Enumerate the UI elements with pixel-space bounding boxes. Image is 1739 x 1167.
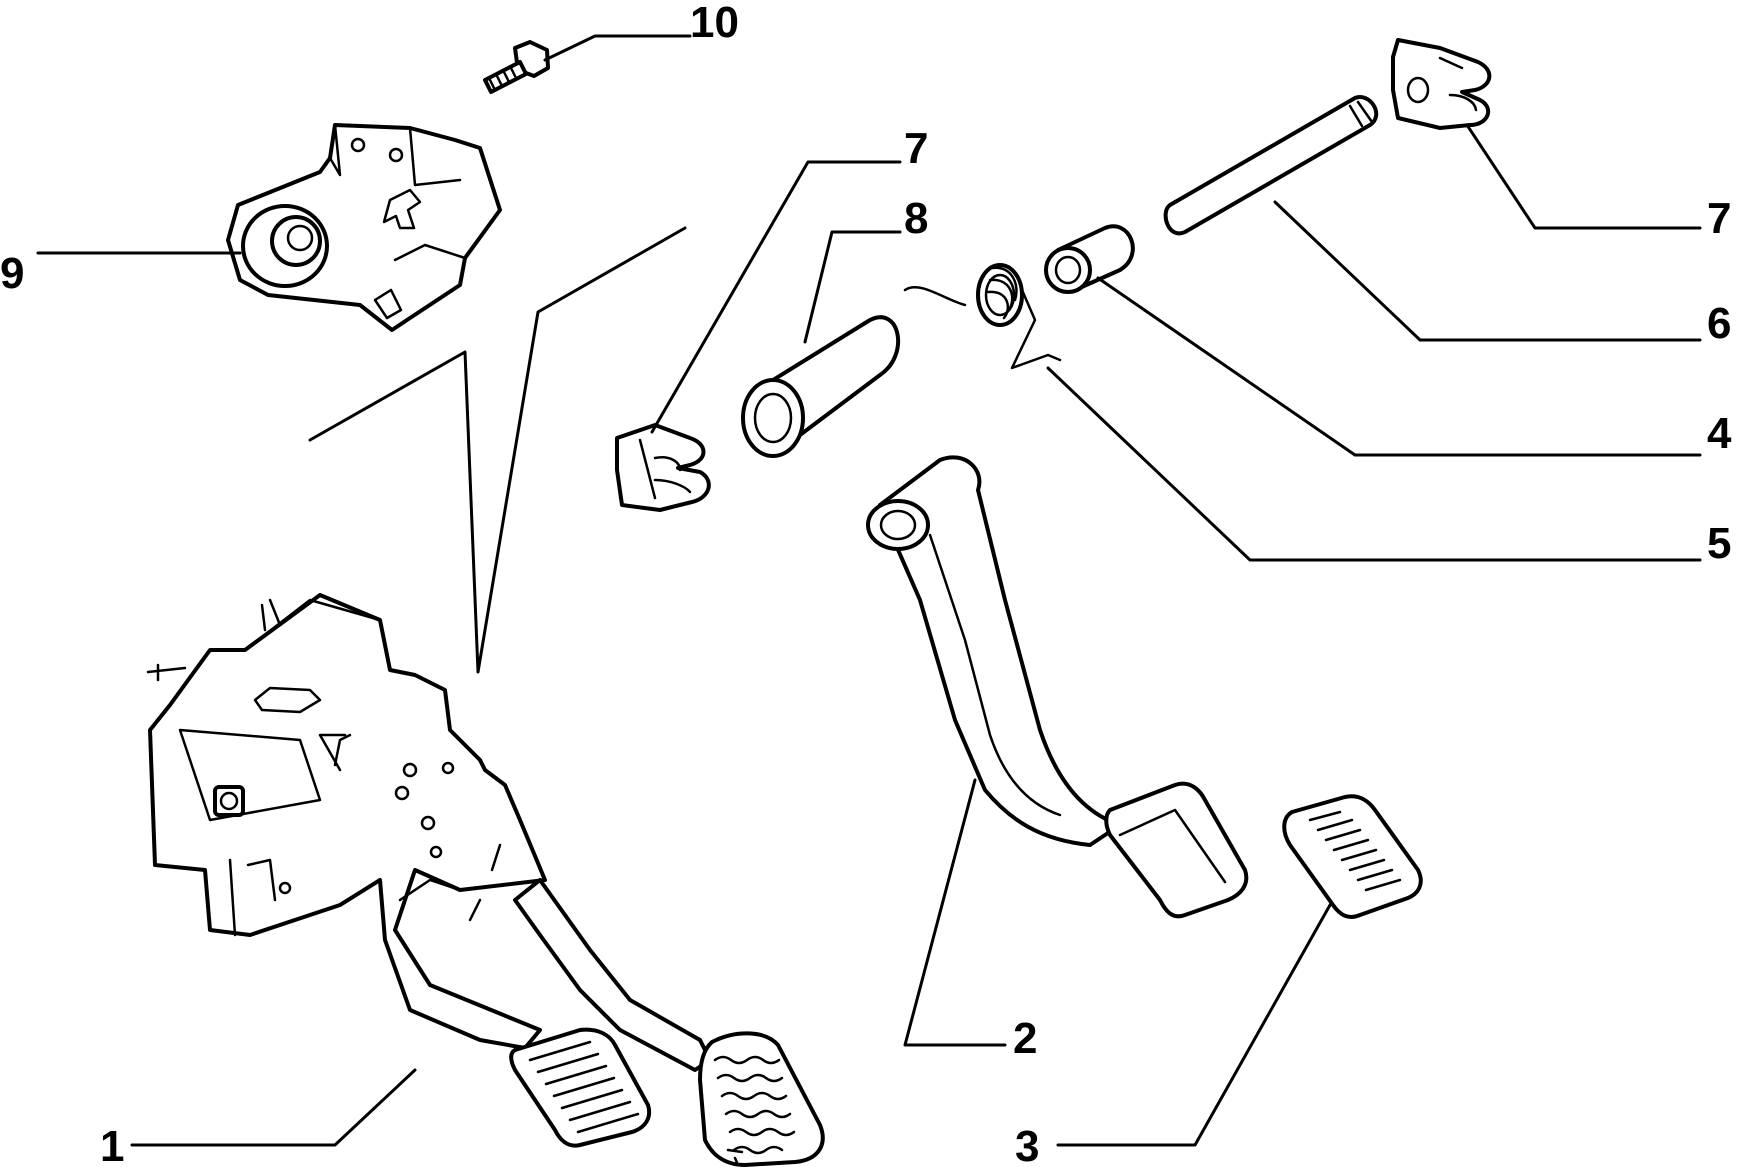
leader-4 [1096,276,1702,457]
retaining-clip-left[interactable] [615,423,711,512]
leader-lines [36,34,1702,1147]
callout-8: 8 [904,194,928,243]
sleeve-part[interactable] [741,315,900,458]
callout-4: 4 [1707,409,1732,458]
callout-6: 6 [1707,299,1731,348]
bracket-part[interactable] [226,123,502,332]
pedal-pad-part[interactable] [1282,794,1423,919]
leader-7b [1465,123,1702,230]
callout-9: 9 [0,249,24,298]
leader-6 [1273,200,1702,342]
callout-7-right: 7 [1707,194,1731,243]
callout-3: 3 [1015,1122,1039,1167]
leader-7a [650,160,902,434]
leader-1 [130,1068,417,1147]
callout-7-left: 7 [904,124,928,173]
callout-2: 2 [1013,1014,1037,1063]
pivot-shaft-part[interactable] [1163,95,1379,236]
leader-3 [1056,903,1332,1147]
clutch-pedal-part[interactable] [866,455,1249,919]
callout-5: 5 [1707,519,1731,568]
leader-10 [543,34,692,62]
leader-5 [1046,366,1702,562]
explosion-arrow [308,226,687,674]
leader-8 [803,230,902,344]
callout-10: 10 [690,0,739,47]
return-spring-part[interactable] [903,263,1062,370]
bushing-part[interactable] [1044,224,1135,294]
leader-2 [903,778,1007,1047]
retaining-clip-right[interactable] [1391,38,1492,130]
bolt-part[interactable] [483,40,550,94]
callout-1: 1 [100,1122,124,1167]
pedal-assembly-part[interactable] [146,593,825,1167]
